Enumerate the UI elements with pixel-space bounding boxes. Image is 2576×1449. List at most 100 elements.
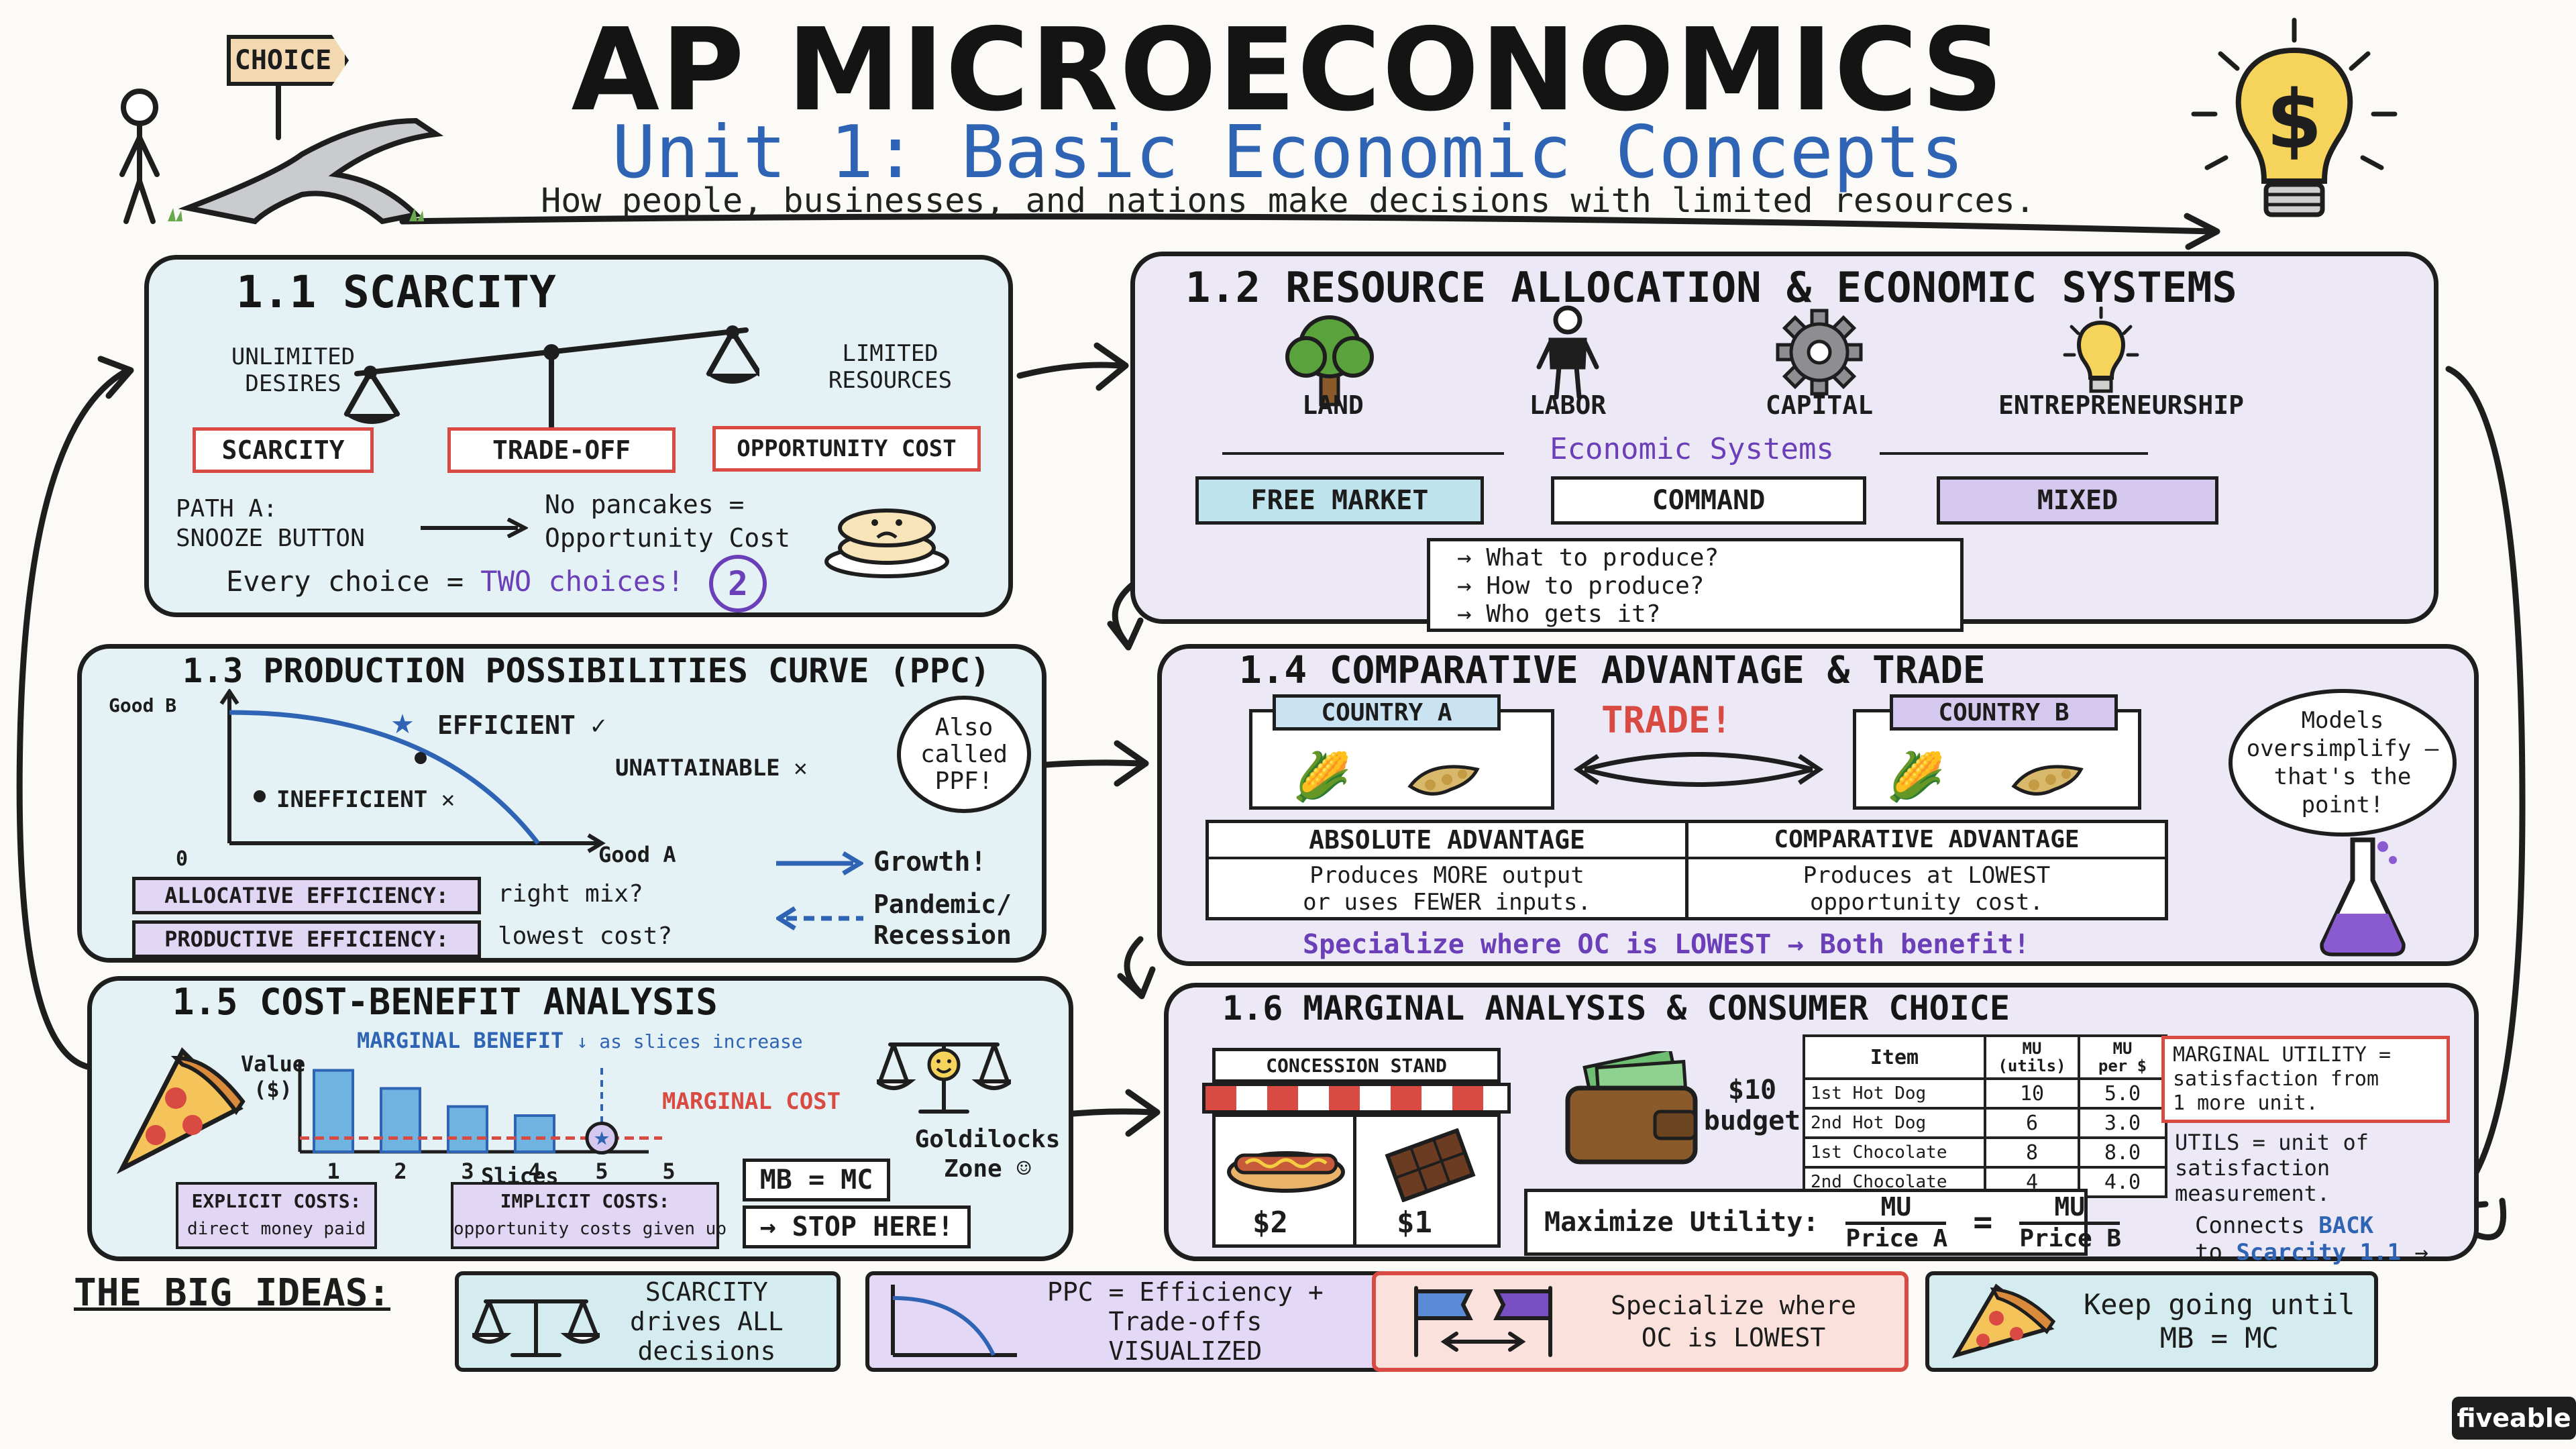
arrow-right-icon (421, 518, 528, 538)
wallet-icon (1565, 1051, 1698, 1165)
table-cell: 10 (1984, 1077, 2080, 1110)
big-idea-card-scarcity: SCARCITY drives ALL decisions (455, 1271, 841, 1372)
section-title: 1.2 RESOURCE ALLOCATION & ECONOMIC SYSTE… (1185, 263, 2237, 312)
sad-pancake-icon (824, 508, 949, 578)
gear-icon (1776, 309, 1863, 396)
trade-label: TRADE! (1601, 699, 1733, 741)
marginal-cost-label: MARGINAL COST (662, 1088, 841, 1115)
utils-definition: UTILS = unit of satisfaction measurement… (2175, 1130, 2369, 1206)
chocolate-price: $1 (1397, 1205, 1432, 1240)
hot-dog-icon (1227, 1151, 1345, 1193)
smiling-scale-icon (877, 1042, 1011, 1114)
maximize-utility-box: Maximize Utility: MU Price A = MU Price … (1524, 1189, 2121, 1256)
connects-back-note: Connects BACK to Scarcity 1.1 → (2195, 1212, 2428, 1266)
inefficient-label: INEFFICIENT ✕ (276, 786, 455, 813)
growth-arrow-icon (776, 851, 863, 876)
corn-icon: 🌽 (1886, 749, 1945, 804)
circled-number: 2 (727, 564, 749, 603)
choice-sign-label: CHOICE (234, 45, 332, 76)
connects-to: to (2195, 1239, 2237, 1266)
efficient-label: EFFICIENT ✓ (437, 710, 606, 740)
big-idea-card-mbmc: Keep going until MB = MC (1925, 1271, 2378, 1372)
value-axis-label: Value ($) (240, 1051, 306, 1102)
table-cell: 8.0 (2078, 1136, 2167, 1169)
origin-label: 0 (176, 847, 189, 871)
ppc-curve-icon (891, 1285, 1017, 1357)
pizza-slice-icon (116, 1047, 246, 1175)
scale-icon (343, 325, 759, 440)
allocative-efficiency-box: ALLOCATIVE EFFICIENCY: (132, 877, 481, 914)
x-axis-label: Good A (598, 842, 676, 867)
systems-divider-right (1880, 452, 2148, 455)
soybean-icon (2011, 765, 2084, 796)
comparative-advantage-column: COMPARATIVE ADVANTAGE Produces at LOWEST… (1688, 823, 2165, 917)
svg-text:$: $ (2266, 74, 2322, 167)
implicit-costs-box: IMPLICIT COSTS: opportunity costs given … (451, 1182, 727, 1249)
x-tick-label: 4 (528, 1159, 541, 1184)
trade-arrows-icon (1573, 752, 1824, 787)
table-cell: 6 (1984, 1107, 2080, 1139)
y-axis-label: Good B (109, 694, 177, 716)
table-cell: 2nd Hot Dog (1803, 1107, 1986, 1139)
mu-table: Item MU (utils) MU per $ 1st Hot Dog 10 … (1803, 1034, 2167, 1198)
mu-definition-box: MARGINAL UTILITY = satisfaction from 1 m… (2161, 1036, 2450, 1123)
circled-two-badge: 2 (709, 555, 767, 612)
section-marginal-analysis: 1.6 MARGINAL ANALYSIS & CONSUMER CHOICE … (1164, 983, 2479, 1266)
questions-box: → What to produce? → How to produce? → W… (1427, 538, 1964, 632)
specialize-statement: Specialize where OC is LOWEST → Both ben… (1303, 929, 2030, 960)
mu-definition-text: MARGINAL UTILITY = satisfaction from 1 m… (2173, 1043, 2392, 1115)
marginal-benefit-note: ↓ as slices increase (576, 1030, 803, 1053)
mb-bar (447, 1105, 488, 1153)
absolute-advantage-header: ABSOLUTE ADVANTAGE (1209, 823, 1685, 859)
section-scarcity: 1.1 SCARCITY UNLIMITED DESIRES LIMITED R… (144, 255, 1013, 617)
x-tick-label: 5 (595, 1159, 608, 1184)
flags-trade-icon (1414, 1286, 1552, 1357)
absolute-advantage-body: Produces MORE output or uses FEWER input… (1303, 862, 1591, 916)
question-who: → Who gets it? (1457, 600, 1661, 628)
worker-icon (1536, 305, 1599, 400)
scale-icon (472, 1299, 600, 1357)
table-cell: 4.0 (2078, 1166, 2167, 1198)
mb-equals-mc-box: MB = MC (743, 1159, 890, 1201)
unlimited-desires-label: UNLIMITED DESIRES (231, 343, 356, 397)
connects-arrow: → (2401, 1239, 2429, 1266)
fraction-a: MU Price A (1845, 1192, 1947, 1252)
implicit-costs-header: IMPLICIT COSTS: (500, 1190, 670, 1212)
choice-sign: CHOICE (227, 35, 349, 86)
chocolate-bar-icon (1385, 1128, 1476, 1202)
explicit-costs-header: EXPLICIT COSTS: (191, 1190, 362, 1212)
corn-icon: 🌽 (1293, 749, 1352, 804)
factor-labor: LABOR (1529, 390, 1607, 420)
no-pancakes-label: No pancakes = Opportunity Cost (545, 490, 791, 553)
fraction-b: MU Price B (2019, 1192, 2121, 1252)
x-tick-label: 2 (394, 1159, 407, 1184)
recession-arrow-icon (776, 906, 863, 930)
big-idea-text: PPC = Efficiency + Trade-offs VISUALIZED (1047, 1277, 1324, 1366)
scarcity-link[interactable]: Scarcity 1.1 (2236, 1239, 2402, 1266)
stick-figure-icon (119, 58, 444, 225)
section-cost-benefit: 1.5 COST-BENEFIT ANALYSIS Value ($) MARG… (87, 976, 1073, 1261)
big-idea-card-ppc: PPC = Efficiency + Trade-offs VISUALIZED (865, 1271, 1395, 1372)
table-header-cell: MU (utils) (1984, 1034, 2080, 1080)
connects-line-1: Connects BACK (2195, 1212, 2428, 1239)
table-cell: 1st Chocolate (1803, 1136, 1986, 1169)
pizza-slice-icon (1951, 1283, 2056, 1358)
table-row: 1st Hot Dog 10 5.0 (1803, 1077, 2167, 1110)
tree-icon (1285, 315, 1374, 407)
efficient-star-icon: ★ (390, 709, 415, 740)
growth-label: Growth! (873, 847, 987, 877)
table-header-cell: Item (1803, 1034, 1986, 1080)
scarcity-box: SCARCITY (193, 427, 374, 473)
factor-capital: CAPITAL (1765, 390, 1874, 420)
stand-divider (1353, 1114, 1356, 1248)
unit-title: Unit 1: Basic Economic Concepts (612, 111, 1964, 195)
table-header-cell: MU per $ (2078, 1034, 2167, 1080)
idea-bulb-icon (2063, 307, 2139, 393)
goldilocks-zone-label: Goldilocks Zone ☺ (914, 1126, 1061, 1183)
section-title: 1.1 SCARCITY (236, 266, 556, 318)
section-title: 1.4 COMPARATIVE ADVANTAGE & TRADE (1239, 649, 1986, 692)
table-cell: 8 (1984, 1136, 2080, 1169)
advantage-table: ABSOLUTE ADVANTAGE Produces MORE output … (1205, 820, 2168, 920)
